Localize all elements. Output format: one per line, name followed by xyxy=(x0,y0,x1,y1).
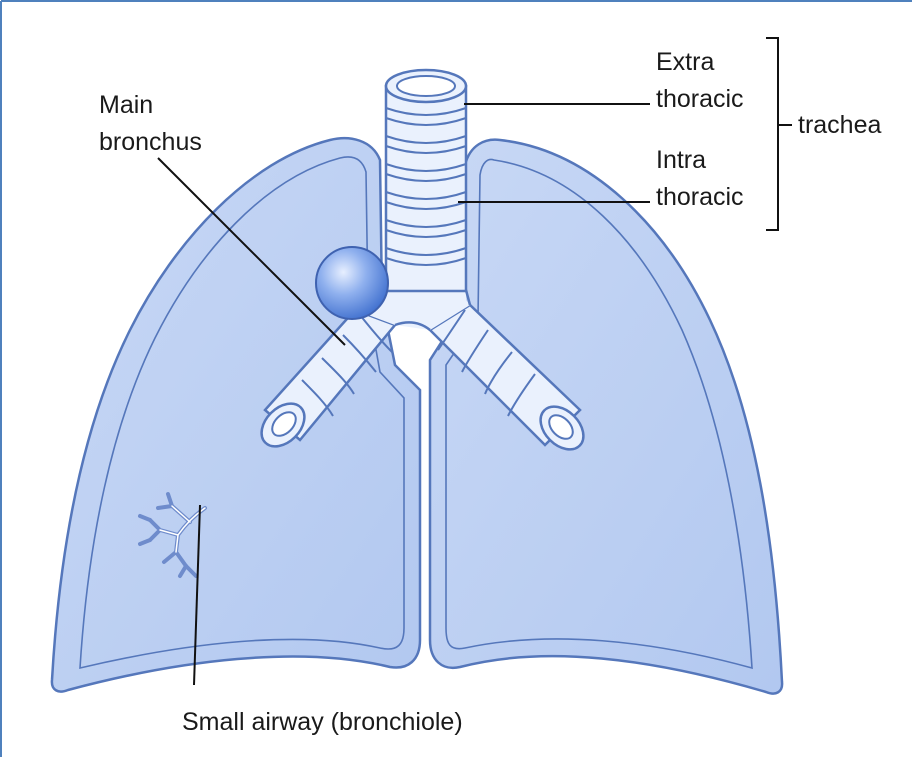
label-extra-line2: thoracic xyxy=(656,85,744,113)
mass-sphere xyxy=(316,247,388,319)
trachea xyxy=(386,70,466,291)
label-intra-line2: thoracic xyxy=(656,183,744,211)
label-small-airway: Small airway (bronchiole) xyxy=(182,708,463,736)
trachea-bracket xyxy=(766,38,778,230)
label-trachea: trachea xyxy=(798,111,881,139)
label-intra-line1: Intra xyxy=(656,146,706,174)
right-lung xyxy=(430,140,782,694)
left-lung xyxy=(52,138,420,691)
label-main-line2: bronchus xyxy=(99,128,202,156)
label-extra-line1: Extra xyxy=(656,48,714,76)
label-main-line1: Main xyxy=(99,91,153,119)
